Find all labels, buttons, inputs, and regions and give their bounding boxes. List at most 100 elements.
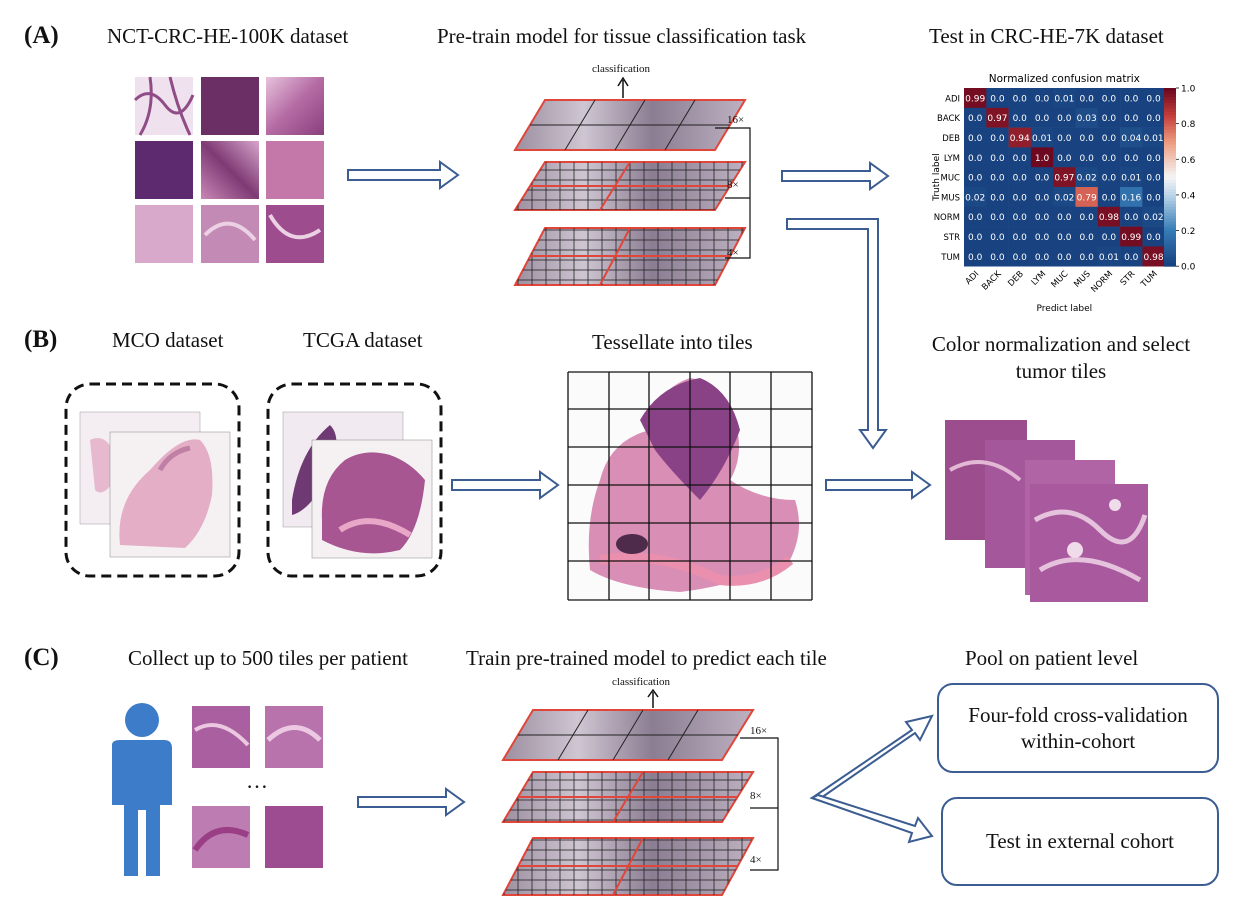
cm-cell-value: 0.0 (1035, 253, 1050, 263)
cm-col-label: BACK (980, 269, 1004, 293)
colorbar-segment (1164, 203, 1176, 208)
colorbar-segment (1164, 114, 1176, 119)
colorbar-segment (1164, 257, 1176, 261)
colorbar-segment (1164, 174, 1176, 178)
colorbar-segment (1164, 221, 1176, 226)
pyramid-model-c (501, 688, 779, 896)
cm-cell (1097, 147, 1121, 168)
cm-cell (986, 206, 1009, 227)
cm-cell-value: 0.16 (1121, 193, 1141, 203)
tcga-dashed-box (266, 382, 443, 578)
cm-cell-value: 0.01 (1032, 134, 1052, 144)
cm-cell-value: 0.0 (990, 154, 1005, 164)
normalize-title: Color normalization and select tumor til… (906, 332, 1216, 384)
cm-cell-value: 0.0 (1146, 233, 1161, 243)
cm-cell (1120, 246, 1143, 267)
colorbar-segment (1164, 153, 1176, 157)
cm-cell-value: 0.0 (1124, 253, 1139, 263)
cm-col-label: TUM (1139, 269, 1160, 290)
cm-cell-value: 0.0 (1102, 94, 1117, 104)
colorbar-segment (1164, 123, 1176, 128)
scale-4x-a: 4× (727, 247, 739, 259)
colorbar-segment (1164, 147, 1176, 151)
colorbar-segment (1164, 215, 1176, 220)
cm-cell (1097, 187, 1121, 208)
colorbar-segment (1164, 239, 1176, 243)
cm-cell-value: 0.99 (965, 94, 985, 104)
cm-cell (1120, 206, 1143, 227)
colorbar-segment (1164, 111, 1176, 116)
colorbar-tick-label: 0.8 (1181, 120, 1196, 130)
colorbar-segment (1164, 263, 1176, 267)
colorbar-segment (1164, 105, 1176, 110)
colorbar-segment (1164, 251, 1176, 255)
collect-title: Collect up to 500 tiles per patient (128, 646, 408, 670)
cm-cell (1142, 206, 1165, 227)
cm-cell (1075, 167, 1099, 188)
colorbar-segment (1164, 233, 1176, 237)
cm-cell-value: 0.0 (1057, 114, 1072, 124)
cm-title: Normalized confusion matrix (989, 73, 1140, 85)
tissue-thumb-lym (135, 141, 193, 199)
colorbar-segment (1164, 227, 1176, 232)
cm-cell (1120, 187, 1143, 208)
cm-col-label: DEB (1006, 269, 1026, 289)
cm-cell (1097, 127, 1121, 148)
person-icon (112, 703, 172, 876)
cm-row-label: MUC (941, 174, 961, 184)
arrow-b2 (825, 470, 932, 500)
cm-cell-value: 0.0 (1079, 134, 1094, 144)
cm-col-label: STR (1119, 269, 1138, 288)
cm-cell-value: 0.0 (990, 213, 1005, 223)
cm-cell-value: 0.97 (1054, 174, 1074, 184)
cm-cell-value: 0.0 (1079, 213, 1094, 223)
colorbar-segment (1164, 197, 1176, 202)
cm-cell (986, 107, 1009, 128)
cm-cell (1142, 127, 1165, 148)
cm-cell-value: 0.01 (1144, 134, 1164, 144)
cm-cell (986, 167, 1009, 188)
cm-cell (986, 226, 1009, 247)
colorbar-tick-label: 0.6 (1181, 156, 1196, 166)
cm-row-label: DEB (942, 134, 960, 144)
cm-cell (1008, 88, 1032, 109)
panel-a-label: (A) (24, 22, 59, 49)
cm-cell-value: 0.0 (1057, 134, 1072, 144)
cm-cell (1030, 167, 1054, 188)
cm-cell (1053, 88, 1076, 109)
colorbar-segment (1164, 159, 1176, 163)
cm-cell-value: 0.0 (1102, 193, 1117, 203)
cm-cell-value: 0.0 (968, 213, 983, 223)
colorbar-segment (1164, 188, 1176, 193)
cm-cell-value: 0.0 (1013, 174, 1028, 184)
cm-cell (1053, 107, 1076, 128)
cm-cell (986, 147, 1009, 168)
colorbar-segment (1164, 183, 1176, 187)
train-title: Train pre-trained model to predict each … (466, 646, 827, 670)
pyramid-model-a (513, 76, 751, 286)
pool-title: Pool on patient level (965, 646, 1139, 670)
colorbar-tick-label: 0.2 (1181, 227, 1195, 237)
colorbar-segment (1164, 218, 1176, 223)
cm-cell (1030, 246, 1054, 267)
cm-cell (1008, 187, 1032, 208)
cm-cell (964, 107, 987, 128)
cm-cell (1097, 226, 1121, 247)
colorbar-segment (1164, 245, 1176, 249)
cm-cell-value: 0.0 (1013, 114, 1028, 124)
cm-cell-value: 0.97 (987, 114, 1007, 124)
arrow-a2 (781, 161, 890, 191)
colorbar-segment (1164, 230, 1176, 235)
cm-cell-value: 0.0 (1102, 154, 1117, 164)
colorbar-segment (1164, 141, 1176, 145)
cm-cell-value: 0.01 (1121, 174, 1141, 184)
cm-cell-value: 0.0 (968, 134, 983, 144)
arrow-c1 (357, 787, 466, 817)
cm-cell-value: 0.01 (1054, 94, 1074, 104)
cm-cell (1008, 226, 1032, 247)
test-crc-title: Test in CRC-HE-7K dataset (929, 24, 1164, 48)
cm-cell-value: 0.0 (1057, 154, 1072, 164)
tessellated-slide (567, 371, 813, 601)
colorbar-segment (1164, 206, 1176, 211)
cm-cell (1030, 187, 1054, 208)
